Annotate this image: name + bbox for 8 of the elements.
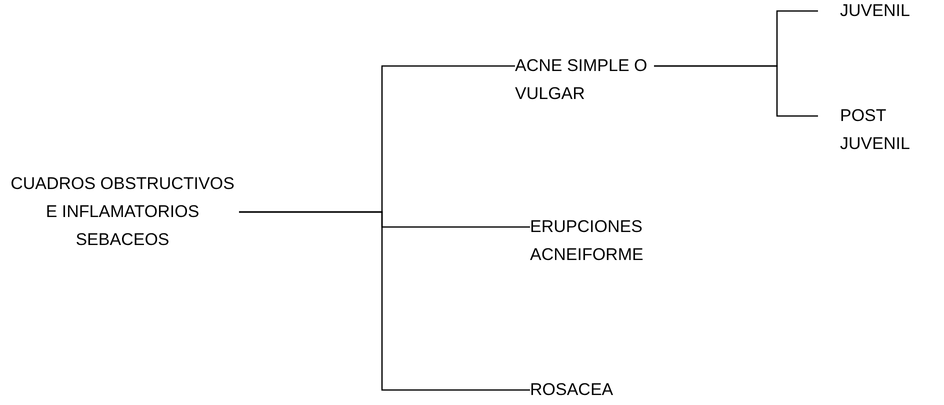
connector-line xyxy=(239,211,530,391)
category-label: CUADROS OBSTRUCTIVOS E INFLAMATORIOS SEBACEOS xyxy=(10,170,235,254)
connector-line xyxy=(654,65,818,117)
category-label: ROSACEA xyxy=(530,376,650,404)
category-label: ERUPCIONES ACNEIFORME xyxy=(530,213,665,269)
category-label: ACNE SIMPLE O VULGAR xyxy=(515,52,650,108)
category-label: JUVENIL xyxy=(840,0,935,25)
category-label: POST JUVENIL xyxy=(840,102,935,158)
